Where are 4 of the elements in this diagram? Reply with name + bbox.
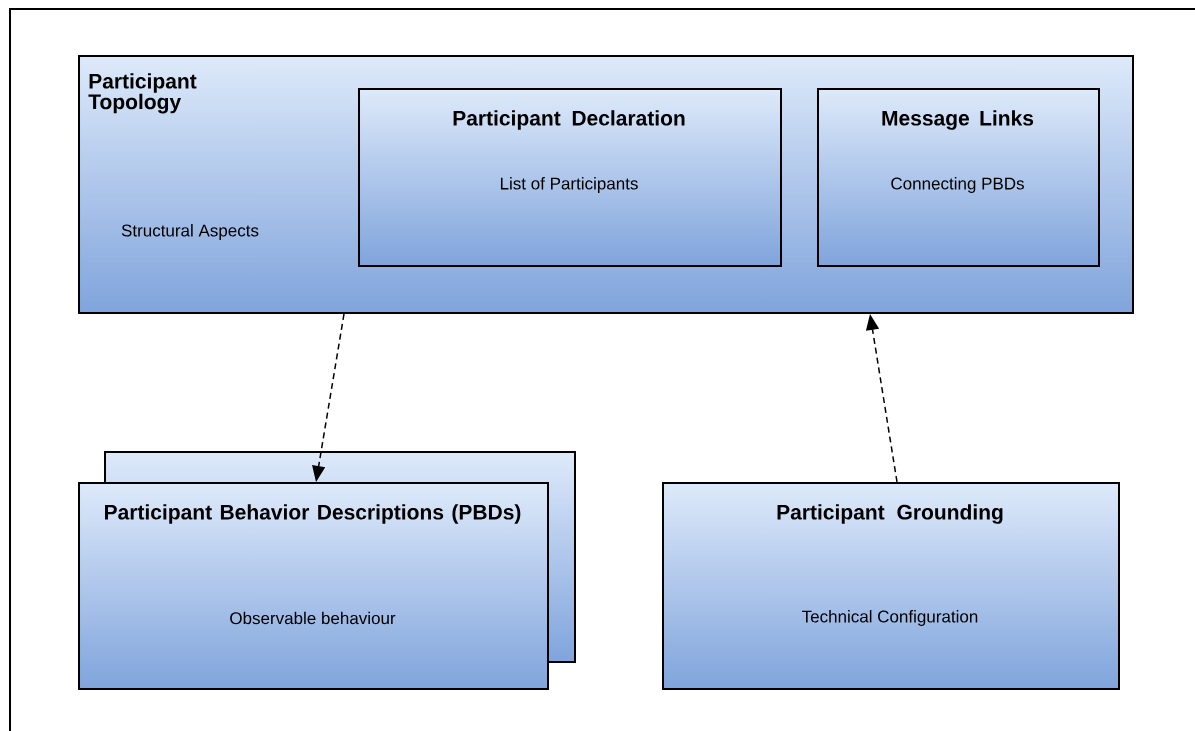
process-box: Participant Behavior Descriptions (PBDs) Observable behaviour xyxy=(78,451,576,690)
process-box: Participant Grounding Technical Configuration xyxy=(662,482,1120,690)
process-box: Participant Declaration List of Participants xyxy=(358,88,782,267)
process-box: Message Links Connecting PBDs xyxy=(817,88,1100,267)
